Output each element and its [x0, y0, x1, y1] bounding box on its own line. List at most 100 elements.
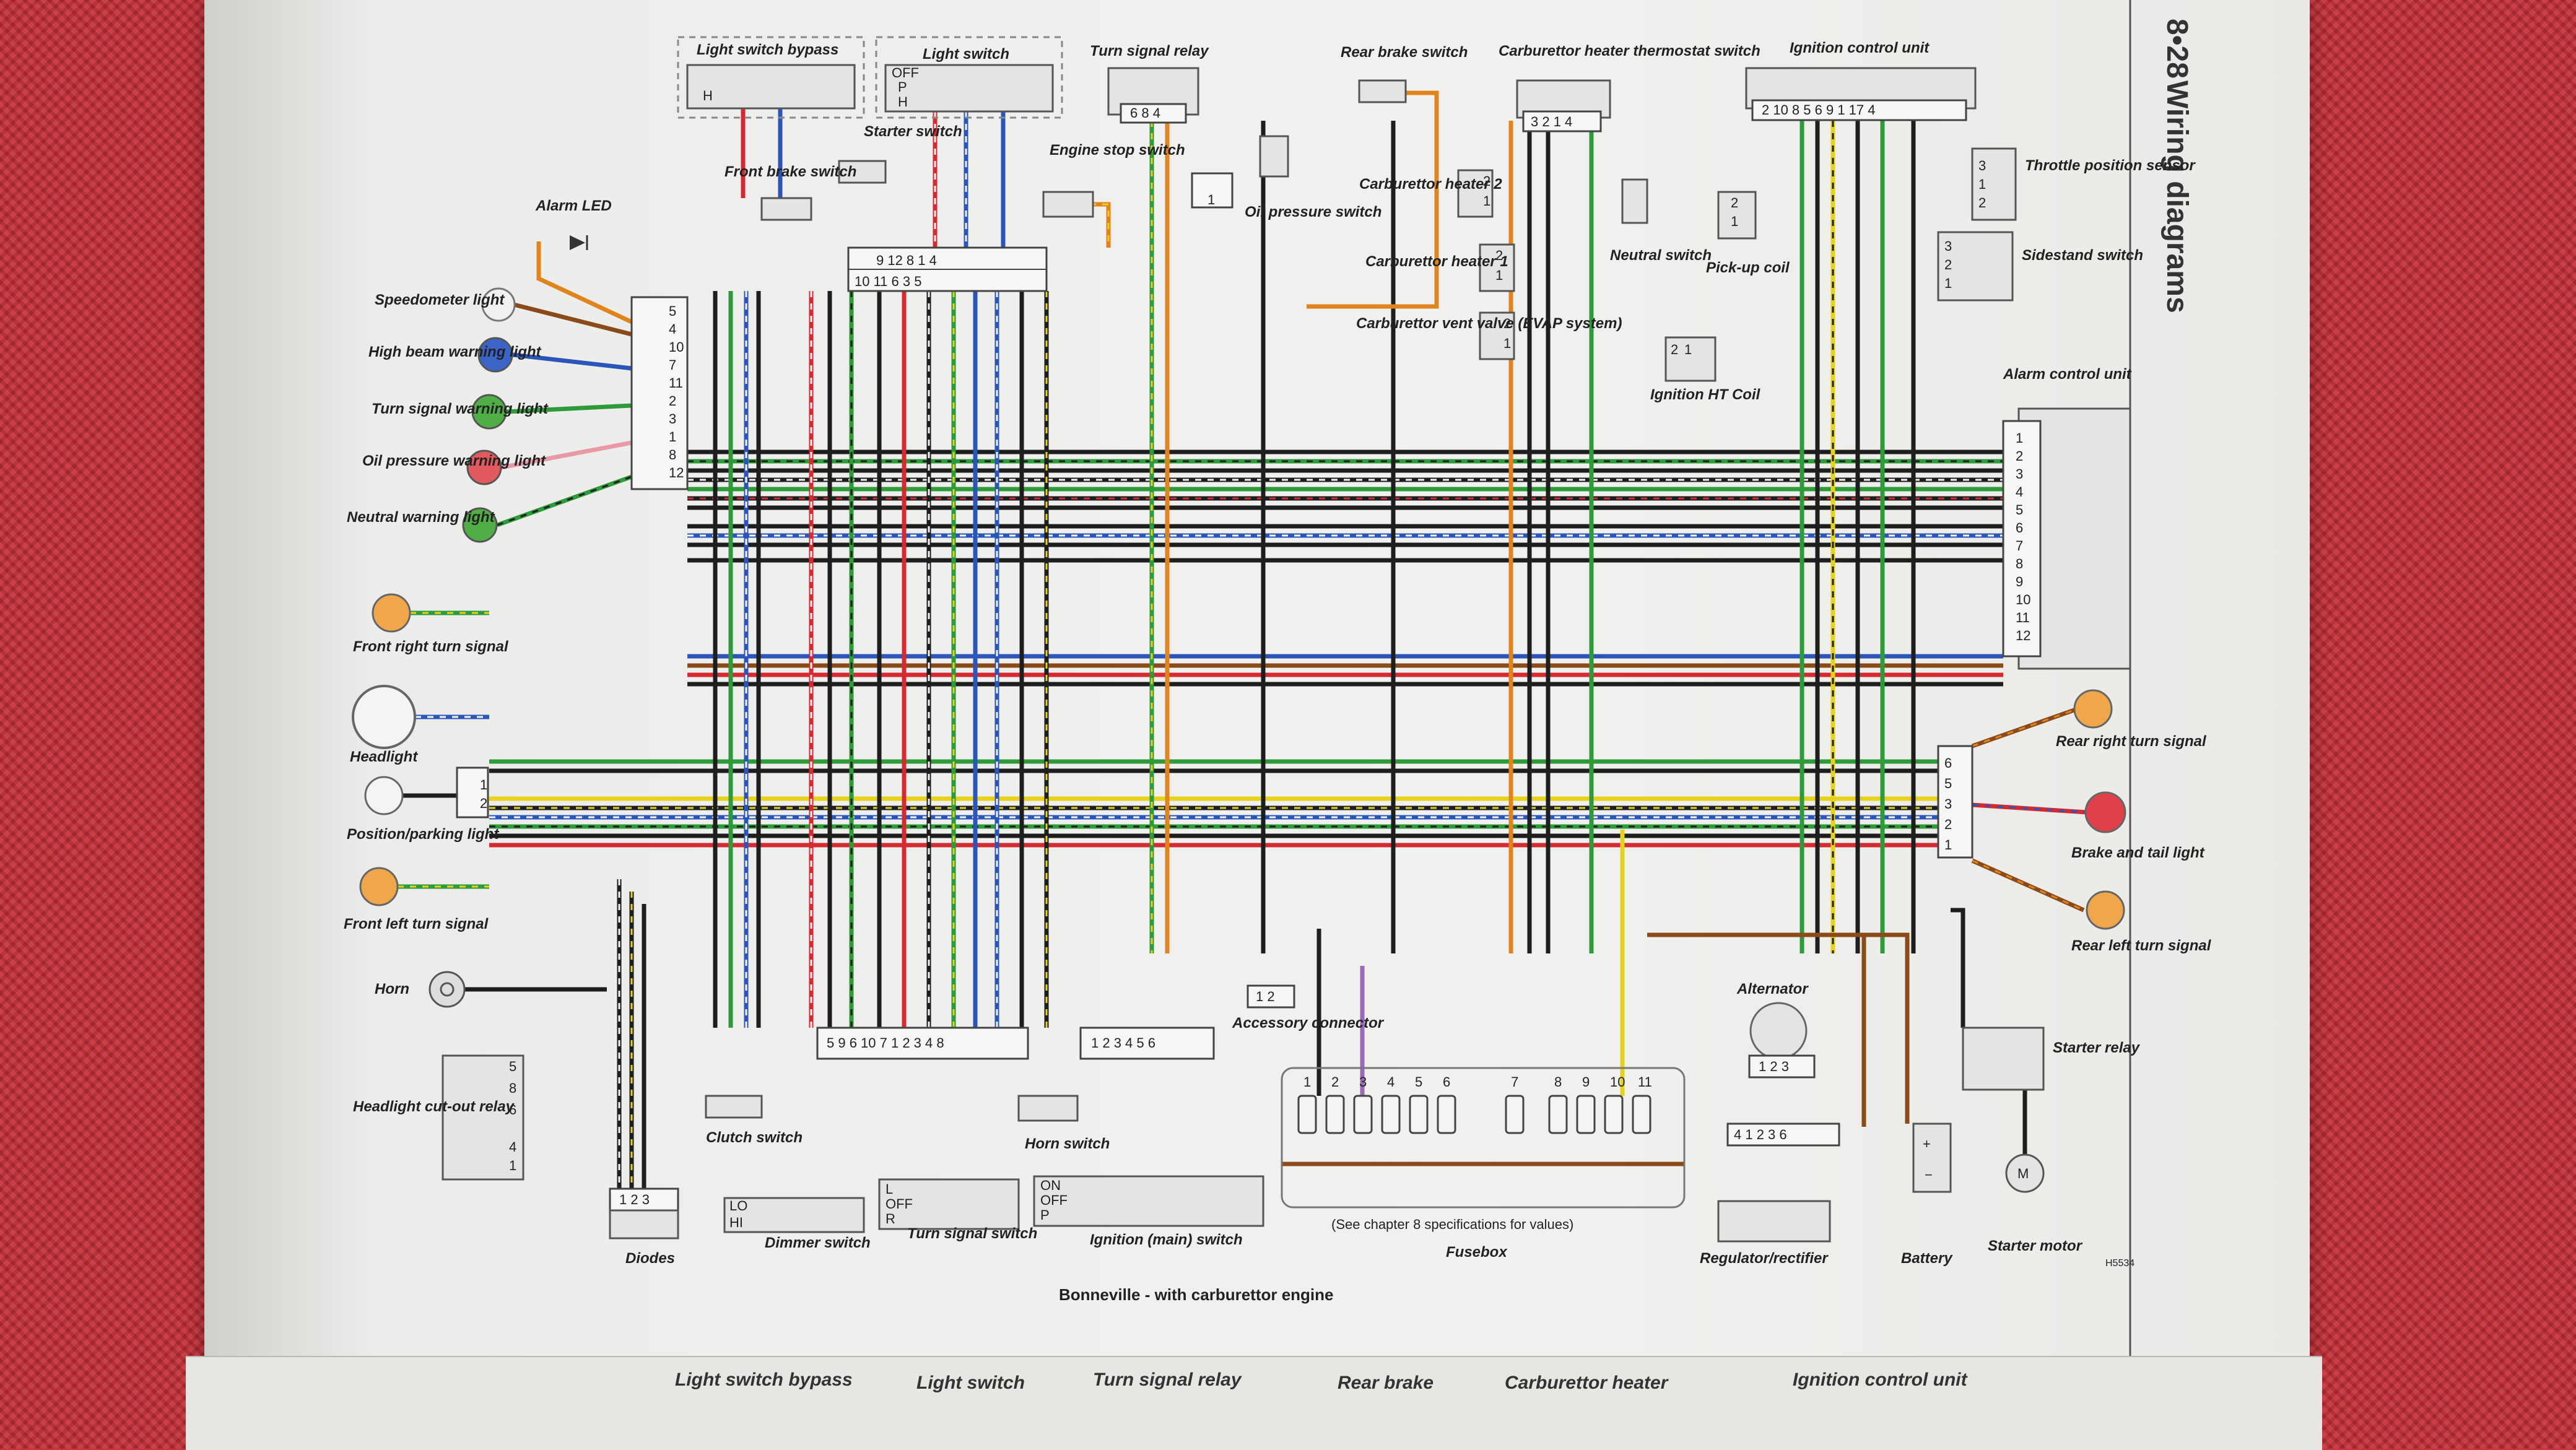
oil-pressure-light: Oil pressure warning light: [362, 449, 546, 485]
fuse-6: [1437, 1095, 1456, 1134]
fuse-number-6: 6: [1443, 1074, 1450, 1090]
engine-stop-switch-label: Engine stop switch: [1050, 142, 1185, 158]
light-switch-bypass-body: [686, 64, 856, 110]
fuse-number-10: 10: [1610, 1074, 1625, 1090]
preview-light-switch-bypass: Light switch bypass: [675, 1370, 853, 1390]
alternator-label: Alternator: [1736, 981, 1809, 997]
light-switch-pos-p: P: [898, 79, 907, 95]
battery-minus-icon: −: [1925, 1167, 1933, 1183]
fuse-number-4: 4: [1387, 1074, 1395, 1090]
alarm-led-icon: [570, 235, 588, 250]
brake-tail-bulb-icon: [2084, 791, 2126, 833]
dimmer-pos-hi: HI: [729, 1215, 743, 1230]
fuse-2: [1325, 1095, 1345, 1134]
turn-relay-pins: 6 8 4: [1130, 105, 1160, 121]
turn-switch-pos-l: L: [886, 1181, 893, 1197]
fuse-5: [1409, 1095, 1429, 1134]
inst-pin-3: 3: [669, 411, 676, 427]
horn-label: Horn: [375, 981, 409, 997]
fuse-11: [1632, 1095, 1651, 1134]
preview-rear-brake: Rear brake: [1338, 1373, 1434, 1393]
fuse-number-1: 1: [1303, 1074, 1311, 1090]
horn: Horn: [375, 971, 466, 1008]
horn-switch-label: Horn switch: [1025, 1135, 1110, 1152]
alarm-led-label: Alarm LED: [535, 198, 612, 214]
headlight: Headlight: [350, 685, 418, 765]
bottom-mid-connector: 1 2 3 4 5 6: [1079, 1027, 1215, 1060]
rear-pin-5: 5: [1944, 776, 1952, 791]
rear-right-turn-label: Rear right turn signal: [2056, 733, 2207, 750]
brake-tail-light: Brake and tail light: [2071, 791, 2205, 861]
ht-coil-pin-1: 1: [1684, 342, 1692, 357]
rear-left-turn-bulb-icon: [2086, 890, 2125, 930]
turn-signal-relay-label: Turn signal relay: [1090, 43, 1209, 59]
ht-coil-pins: 2: [1671, 342, 1678, 357]
bottom-left-connector: 5 9 6 10 7 1 2 3 4 8: [816, 1027, 1029, 1060]
starter-relay-feed: [1951, 908, 1965, 1028]
oil-pressure-bulb-icon: [466, 449, 502, 485]
turn-signal-light: Turn signal warning light: [372, 394, 549, 430]
preview-ecu: Ignition control unit: [1793, 1370, 1967, 1390]
alternator: 1 2 3 Alternator: [1736, 981, 1816, 1079]
regulator-rectifier: 4 1 2 3 6 Regulator/rectifier: [1700, 1122, 1840, 1267]
oil-pressure-switch: Oil pressure switch: [1245, 135, 1382, 220]
center-top-pins: 9 12 8 1 4: [876, 253, 937, 268]
position-conn-pin-1: 1: [480, 777, 487, 792]
manual-page: [204, 0, 2310, 1362]
diodes-pins: 1 2 3: [619, 1192, 650, 1207]
fuse-number-5: 5: [1415, 1074, 1422, 1090]
speedometer-bulb-icon: [481, 287, 516, 322]
figure-code: H5534: [2105, 1258, 2134, 1269]
alarm-pin-3: 3: [2016, 466, 2023, 482]
alarm-pin-6: 6: [2016, 520, 2023, 536]
high-beam-bulb-icon: [477, 337, 513, 373]
rear-left-wire-stripe: [1972, 859, 2084, 911]
oil-pressure-switch-label: Oil pressure switch: [1245, 204, 1382, 220]
vent-valve-pin-1: 1: [1503, 336, 1511, 351]
svg-text:M: M: [2017, 1166, 2029, 1181]
preview-light-switch: Light switch: [916, 1373, 1025, 1393]
headlight-cutout-relay: 5 8 6 4 1 Headlight cut-out relay: [353, 1054, 524, 1181]
vent-valve-pin-2: 2: [1503, 316, 1511, 331]
light-switch: Light switch OFF P H: [875, 36, 1063, 119]
turn-signal-switch-label: Turn signal switch: [907, 1225, 1037, 1242]
figure-caption: Bonneville - with carburettor engine: [1059, 1285, 1334, 1304]
diodes: 1 2 3 Diodes: [609, 1187, 679, 1267]
turn-signal-bulb-icon: [471, 394, 507, 430]
front-brake-switch: Front brake switch: [724, 163, 856, 221]
ignition-control-unit: Ignition control unit 2 10 8 5 6 9 1 17 …: [1745, 40, 1977, 121]
rear-pin-3: 3: [1944, 796, 1952, 812]
ignition-ht-coil: 2 1 Ignition HT Coil: [1650, 336, 1761, 403]
alarm-pin-12: 12: [2016, 628, 2030, 643]
bypass-position-h: H: [703, 88, 713, 103]
headlight-bulb-icon: [352, 685, 416, 749]
accessory-connector: 1 2 Accessory connector: [1232, 984, 1385, 1031]
neutral-light: Neutral warning light: [347, 507, 498, 543]
fusebox-note: (See chapter 8 specifications for values…: [1331, 1217, 1573, 1232]
front-right-turn-signal: Front right turn signal: [353, 593, 509, 655]
battery-label: Battery: [1901, 1250, 1953, 1267]
battery-plus-icon: +: [1923, 1136, 1931, 1152]
alternator-pins: 1 2 3: [1759, 1059, 1789, 1074]
sidestand-pin-2: 2: [1944, 257, 1952, 272]
bottom-mid-pins: 1 2 3 4 5 6: [1091, 1035, 1155, 1051]
alarm-pin-10: 10: [2016, 592, 2030, 607]
inst-pin-11: 11: [669, 375, 683, 391]
dimmer-switch: LO HI Dimmer switch: [723, 1197, 871, 1251]
inst-pin-5: 5: [669, 303, 676, 319]
next-page-preview: Light switch bypass Light switch Turn si…: [186, 1356, 2322, 1450]
ignition-pos-on: ON: [1040, 1178, 1061, 1193]
rear-brake-switch-label: Rear brake switch: [1341, 44, 1468, 61]
fuse-number-7: 7: [1511, 1074, 1518, 1090]
ecu-pins: 2 10 8 5 6 9 1 17 4: [1762, 102, 1876, 118]
high-beam-light: High beam warning light: [368, 337, 542, 373]
tps-pin-3: 3: [1978, 158, 1986, 173]
fuse-7: [1505, 1095, 1525, 1134]
preview-turn-signal-relay: Turn signal relay: [1093, 1370, 1242, 1390]
neutral-light-wire: [496, 474, 633, 527]
alarm-pin-2: 2: [2016, 448, 2023, 464]
turn-signal-relay: Turn signal relay 6 8 4: [1090, 43, 1209, 124]
tps-label: Throttle position sensor: [2025, 157, 2196, 174]
light-switch-body: [884, 64, 1054, 113]
